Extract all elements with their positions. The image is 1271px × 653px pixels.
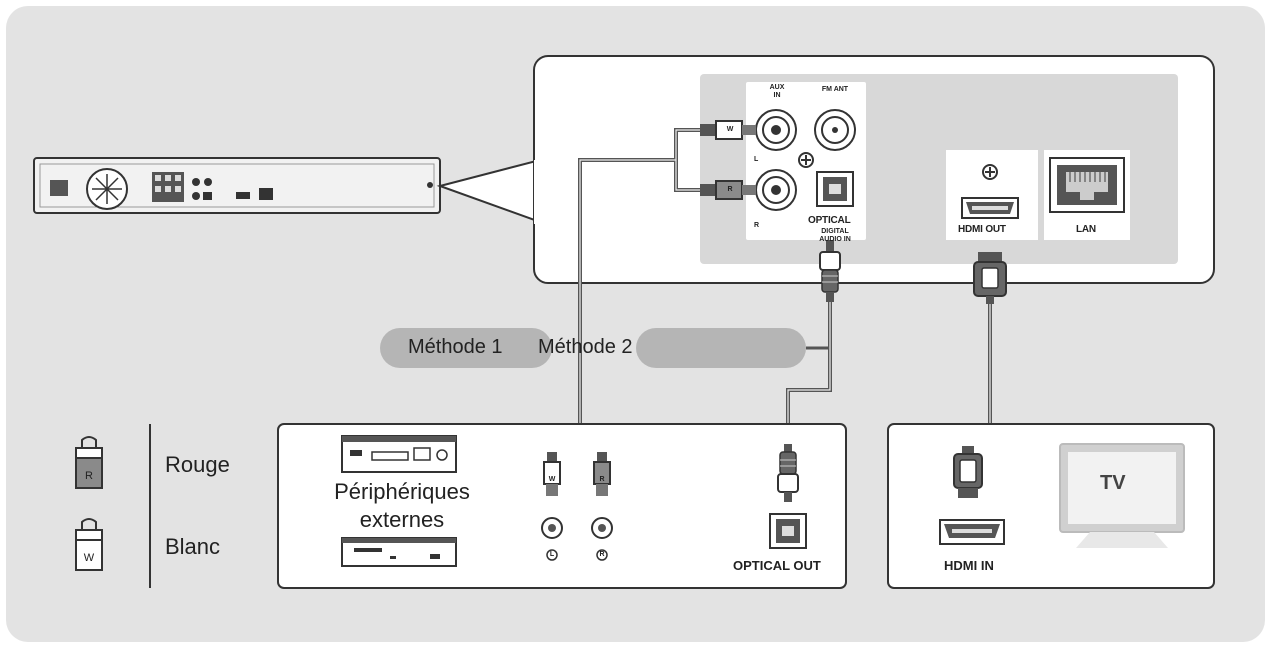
ground-screw-hdmi-icon (982, 164, 998, 180)
external-rca-plug-white (543, 452, 561, 496)
method-1-pill (380, 328, 552, 368)
vcr-device-icon (341, 435, 457, 473)
external-jack-l-letter: L (549, 551, 555, 558)
method-1-label: Méthode 1 (408, 336, 503, 358)
hdmi-out-label: HDMI OUT (958, 224, 1006, 235)
tv-label: TV (1100, 472, 1126, 494)
digital-audio-in-label: DIGITAL AUDIO IN (819, 228, 851, 243)
optical-label: OPTICAL (808, 215, 851, 226)
external-plug-w-letter: W (548, 476, 556, 483)
lan-label: LAN (1076, 224, 1096, 235)
panel-hdmi-plug (973, 252, 1007, 304)
external-rca-plug-red (593, 452, 611, 496)
external-optical-plug (777, 444, 799, 502)
analog-cable-highlight (579, 129, 700, 402)
method-2-pill (636, 328, 806, 368)
panel-plug-r-letter: R (727, 186, 733, 193)
aux-in-left-jack (755, 109, 797, 151)
legend-white-letter: W (83, 552, 95, 564)
legend-red-plug-icon (75, 436, 103, 489)
legend-red-label: Rouge (165, 452, 230, 477)
legend-red-letter: R (85, 470, 93, 482)
lan-jack (1049, 157, 1125, 213)
hdmi-in-label: HDMI IN (944, 558, 994, 573)
tv-hdmi-plug (953, 446, 983, 498)
external-plug-r-letter: R (599, 476, 605, 483)
external-devices-label: Périphériques externes (334, 479, 470, 532)
ground-screw-icon (798, 152, 814, 168)
panel-rca-plug-white (700, 120, 756, 140)
aux-right-label: R (754, 222, 760, 229)
tv-icon (1059, 443, 1185, 548)
external-jack-r-letter: R (599, 551, 605, 558)
home-theater-device (33, 157, 441, 214)
hdmi-out-jack (961, 197, 1019, 219)
fm-ant-jack (814, 109, 856, 151)
panel-plug-w-letter: W (726, 126, 734, 133)
panel-optical-plug (819, 240, 841, 302)
external-jack-left (541, 517, 563, 561)
panel-rca-plug-red (700, 180, 756, 200)
legend-white-plug-icon (75, 518, 103, 571)
dvd-player-device-icon (341, 537, 457, 567)
aux-in-label: AUX IN (769, 84, 785, 99)
hdmi-in-jack (939, 519, 1005, 545)
aux-left-label: L (754, 156, 759, 163)
external-jack-right (591, 517, 613, 561)
fm-ant-label: FM ANT (821, 86, 849, 93)
aux-in-right-jack (755, 169, 797, 211)
optical-in-jack (816, 171, 854, 207)
legend-white-label: Blanc (165, 534, 221, 559)
optical-out-jack (769, 513, 807, 549)
method-2-label: Méthode 2 (538, 336, 633, 358)
optical-out-label: OPTICAL OUT (733, 558, 821, 573)
